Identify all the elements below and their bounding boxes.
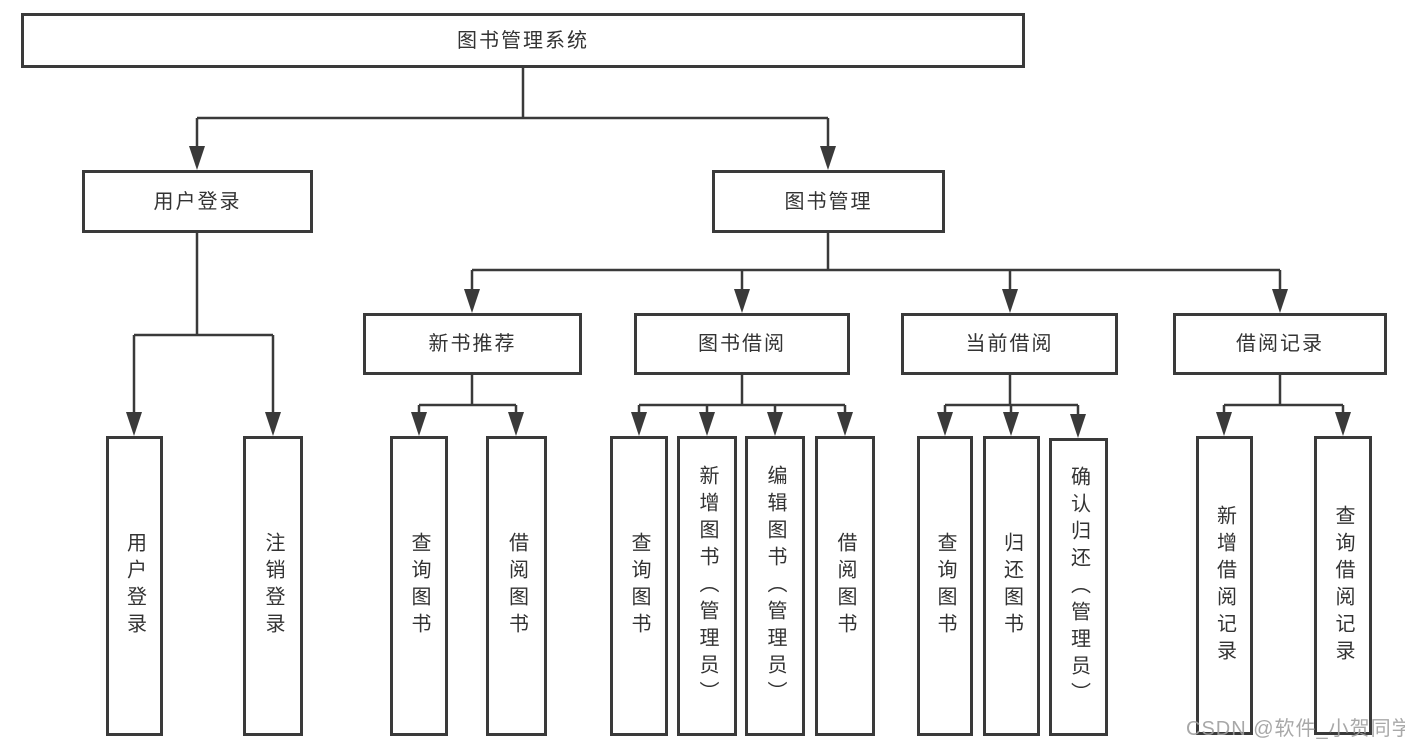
arrowhead-down-icon: [820, 146, 836, 170]
arrowhead-down-icon: [265, 412, 281, 436]
node-leaf-borrow-book-1: 借阅图书: [486, 436, 547, 736]
node-leaf-confirm-return: 确认归还（管理员）: [1049, 438, 1108, 736]
node-book-borrowing: 图书借阅: [634, 313, 850, 375]
node-leaf-query-book-1: 查询图书: [390, 436, 448, 736]
node-leaf-logout: 注销登录: [243, 436, 303, 736]
arrowhead-down-icon: [1002, 289, 1018, 313]
node-user-login: 用户登录: [82, 170, 313, 233]
node-new-book-recommend: 新书推荐: [363, 313, 582, 375]
watermark-text: CSDN @软件_小贺同学: [1186, 718, 1405, 740]
arrowhead-down-icon: [508, 412, 524, 436]
arrowhead-down-icon: [734, 289, 750, 313]
arrowhead-down-icon: [189, 146, 205, 170]
arrowhead-down-icon: [1335, 412, 1351, 436]
node-leaf-return-book: 归还图书: [983, 436, 1040, 736]
node-leaf-query-book-2: 查询图书: [610, 436, 668, 736]
arrowhead-down-icon: [1003, 412, 1019, 436]
arrowhead-down-icon: [1272, 289, 1288, 313]
arrowhead-down-icon: [411, 412, 427, 436]
node-current-borrowing: 当前借阅: [901, 313, 1118, 375]
arrowhead-down-icon: [1216, 412, 1232, 436]
node-root: 图书管理系统: [21, 13, 1025, 68]
node-leaf-user-login: 用户登录: [106, 436, 163, 736]
node-leaf-borrow-book-2: 借阅图书: [815, 436, 875, 736]
arrowhead-down-icon: [1070, 414, 1086, 438]
arrowhead-down-icon: [464, 289, 480, 313]
node-leaf-add-record: 新增借阅记录: [1196, 436, 1253, 735]
arrowhead-down-icon: [126, 412, 142, 436]
arrowhead-down-icon: [631, 412, 647, 436]
node-leaf-query-record: 查询借阅记录: [1314, 436, 1372, 735]
node-leaf-edit-book: 编辑图书（管理员）: [745, 436, 805, 736]
arrowhead-down-icon: [767, 412, 783, 436]
node-borrowing-records: 借阅记录: [1173, 313, 1387, 375]
node-leaf-query-book-3: 查询图书: [917, 436, 973, 736]
node-book-management: 图书管理: [712, 170, 945, 233]
arrowhead-down-icon: [699, 412, 715, 436]
arrowhead-down-icon: [937, 412, 953, 436]
node-leaf-add-book: 新增图书（管理员）: [677, 436, 737, 736]
arrowhead-down-icon: [837, 412, 853, 436]
